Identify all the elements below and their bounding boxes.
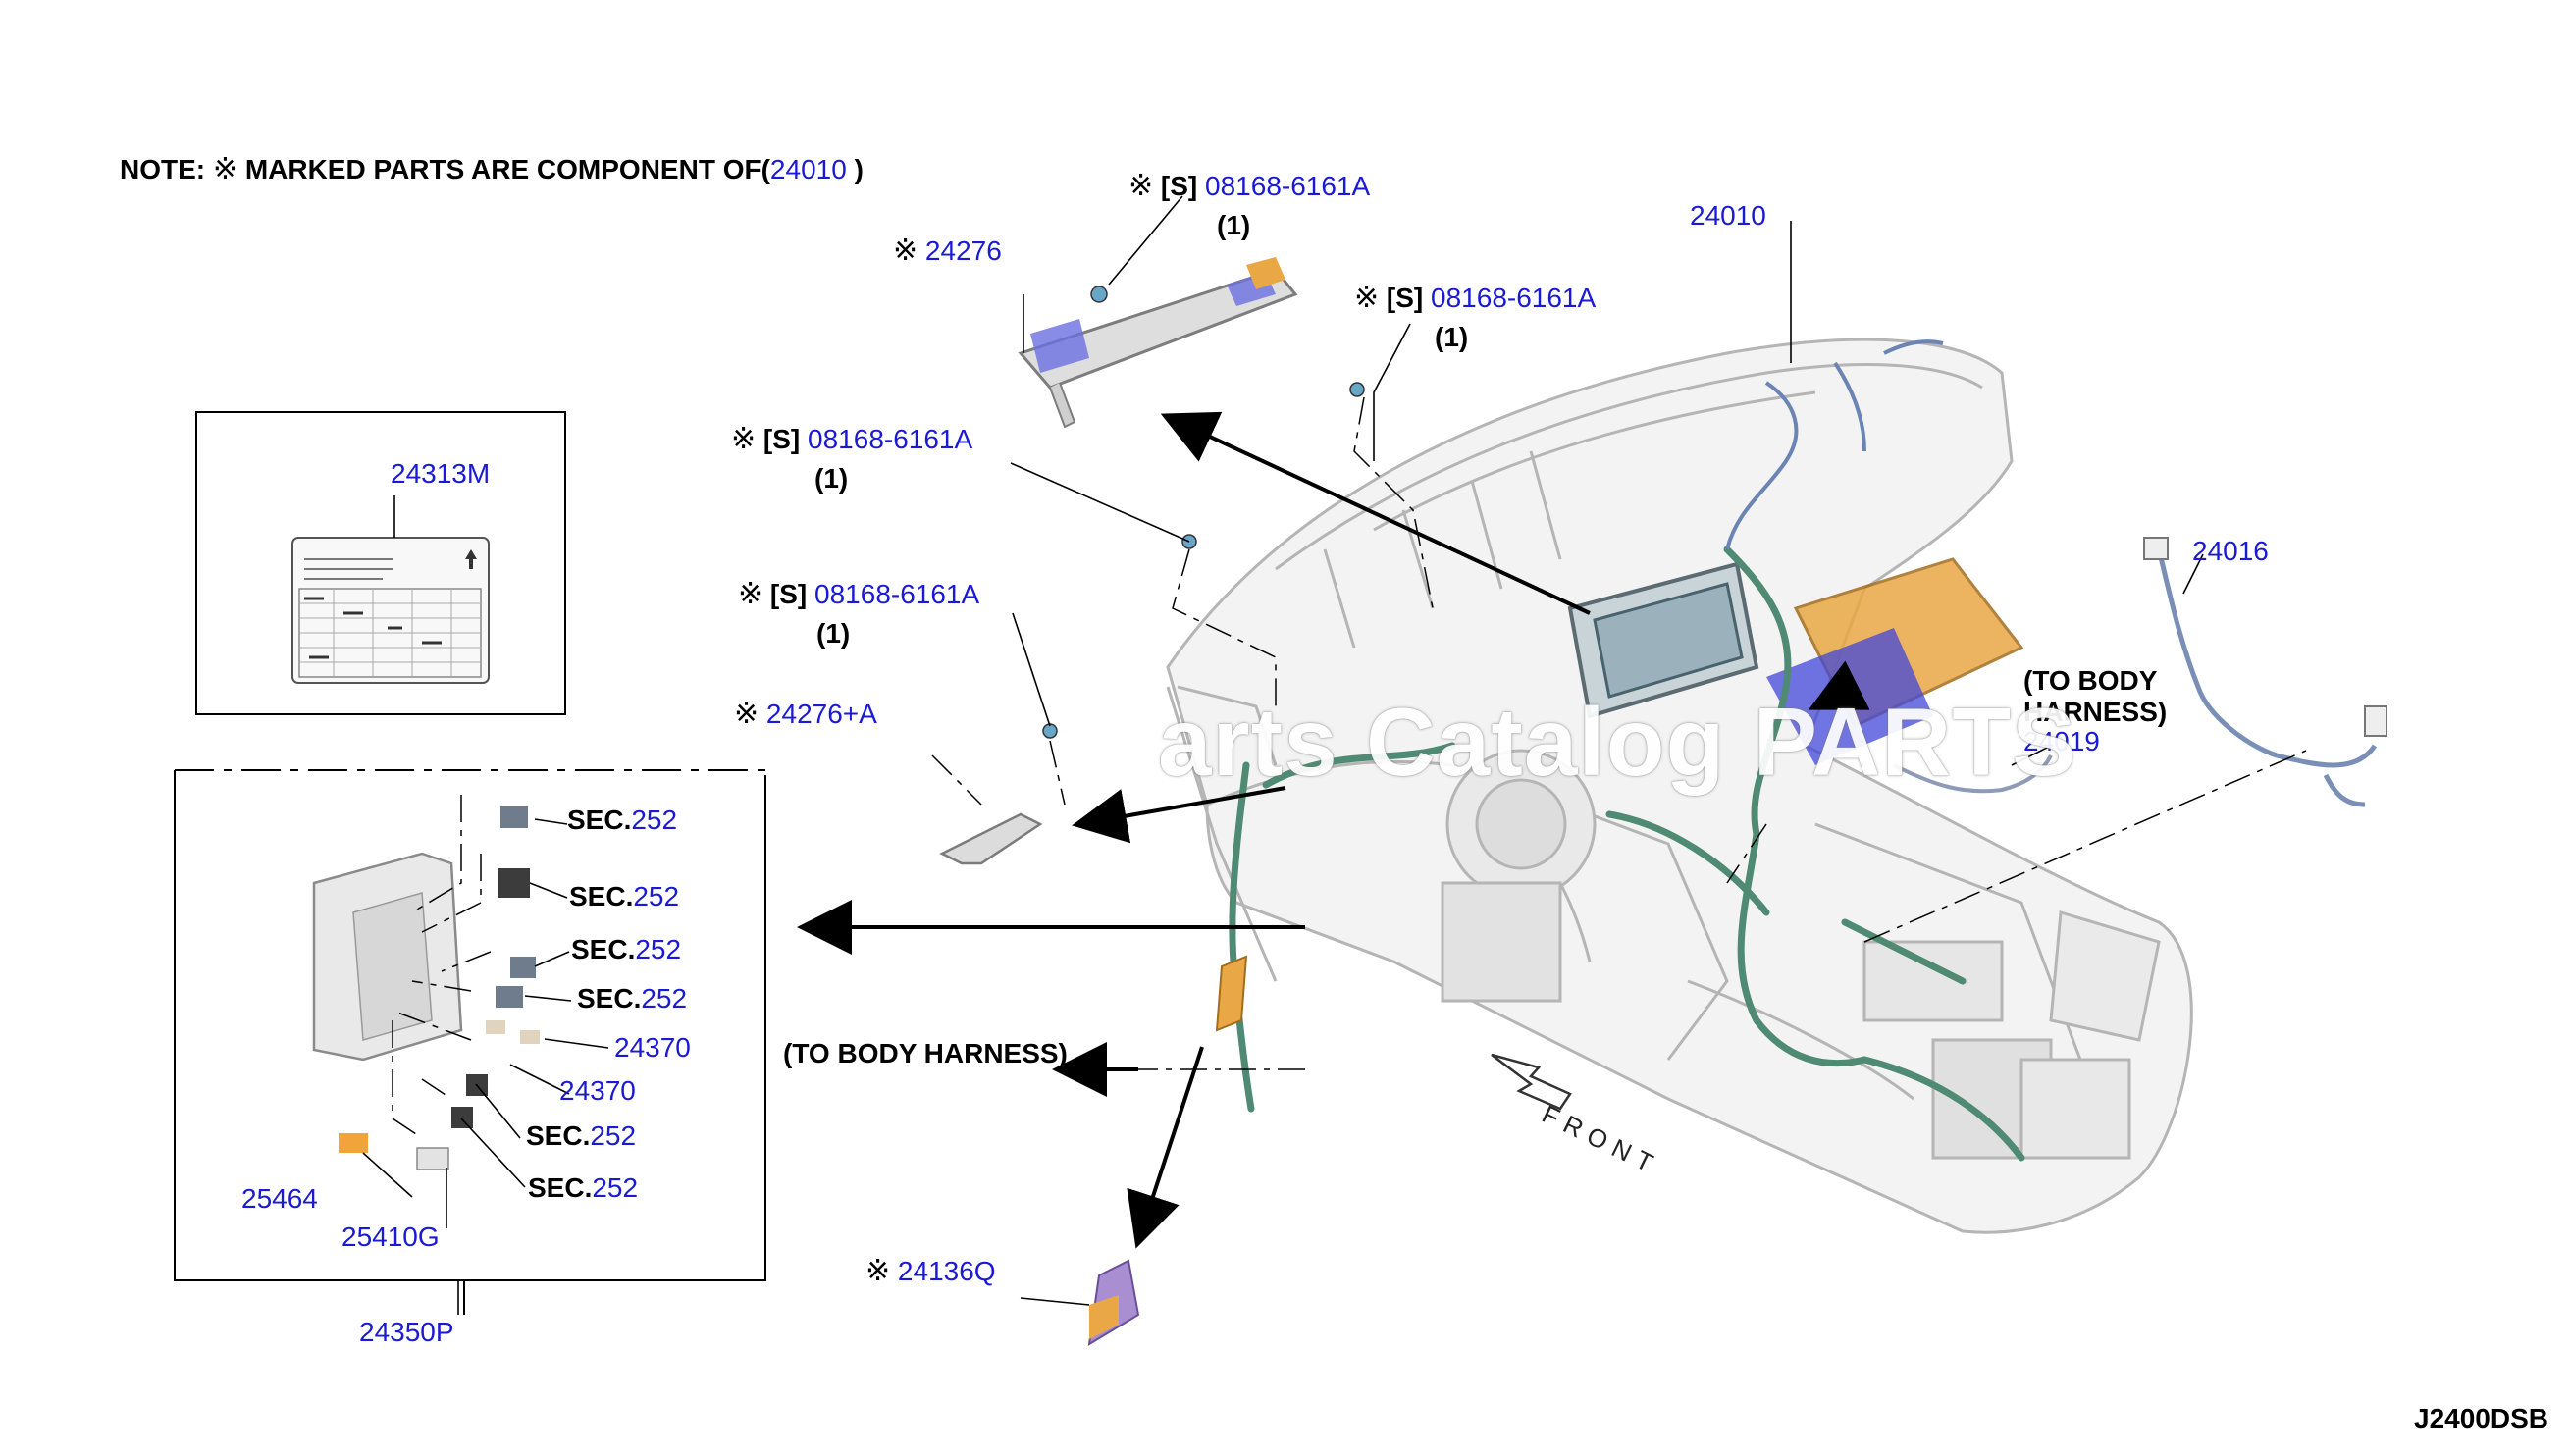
callout-24370-b: 24370 [559, 1075, 636, 1107]
callout-bolt-4: ※ [S] 08168-6161A [738, 578, 980, 610]
callout-arrows [797, 411, 1870, 1249]
harness-24016 [2143, 537, 2387, 807]
dashed-lines [392, 396, 2307, 1139]
note-part-link[interactable]: 24010 [769, 154, 847, 184]
part-link-25464[interactable]: 25464 [241, 1183, 318, 1214]
callout-25464: 25464 [241, 1183, 318, 1215]
to-body-harness-right: (TO BODY HARNESS) [2023, 665, 2168, 727]
part-link-24019[interactable]: 24019 [2023, 726, 2100, 756]
bolt-4-qty: (1) [816, 618, 851, 649]
callout-bolt-3: ※ [S] 08168-6161A [731, 423, 973, 455]
part-link-08168-6161A-3[interactable]: 08168-6161A [808, 424, 973, 454]
bracket-24276A [939, 723, 1058, 865]
part-link-24276A[interactable]: 24276+A [765, 699, 877, 729]
callout-24276: ※ 24276 [893, 234, 1002, 267]
part-link-24313M[interactable]: 24313M [391, 458, 491, 489]
part-link-25410G[interactable]: 25410G [341, 1222, 440, 1252]
bolts [1181, 382, 1365, 549]
instrument-panel [1166, 338, 2193, 1234]
callout-sec-6: SEC.252 [528, 1172, 639, 1203]
section-link-252-2[interactable]: 252 [633, 881, 680, 911]
bolt-2-qty: (1) [1435, 322, 1469, 352]
callout-24010: 24010 [1690, 200, 1766, 232]
harness-24019 [1893, 754, 2053, 794]
section-link-252-3[interactable]: 252 [635, 934, 682, 964]
callout-sec-4: SEC.252 [577, 983, 688, 1014]
part-link-24350P[interactable]: 24350P [359, 1317, 454, 1347]
note-text: MARKED PARTS ARE COMPONENT OF( [244, 154, 770, 184]
callout-bolt-1: ※ [S] 08168-6161A [1128, 170, 1371, 202]
part-link-24136Q[interactable]: 24136Q [897, 1256, 996, 1286]
front-arrow [1491, 1053, 1572, 1111]
display-screen [1567, 561, 1759, 719]
inset-frames [174, 411, 766, 1315]
bolt-1-qty: (1) [1217, 210, 1251, 240]
watermark: arts Catalog PARTS [1158, 688, 2077, 796]
callout-24350P: 24350P [359, 1317, 454, 1348]
part-link-08168-6161A-4[interactable]: 08168-6161A [814, 579, 980, 609]
callout-24276A: ※ 24276+A [734, 698, 877, 730]
section-link-252-4[interactable]: 252 [641, 983, 688, 1014]
callout-sec-5: SEC.252 [526, 1120, 637, 1151]
component-note: NOTE: ※ MARKED PARTS ARE COMPONENT OF(24… [120, 152, 864, 186]
part-link-24370-b[interactable]: 24370 [559, 1075, 636, 1106]
part-link-08168-6161A-2[interactable]: 08168-6161A [1431, 283, 1597, 313]
callout-25410G: 25410G [341, 1222, 440, 1253]
note-mark: ※ [212, 153, 238, 185]
section-link-252-1[interactable]: 252 [631, 805, 678, 835]
callout-sec-3: SEC.252 [571, 934, 682, 964]
note-prefix: NOTE: [120, 154, 206, 184]
leader-lines [362, 195, 2204, 1315]
harness-upper [1725, 339, 1944, 550]
note-suffix: ) [854, 154, 864, 184]
bolt-3-qty: (1) [814, 463, 849, 494]
part-link-24010[interactable]: 24010 [1690, 200, 1766, 231]
callout-24016: 24016 [2192, 536, 2269, 567]
section-link-252-5[interactable]: 252 [590, 1120, 637, 1151]
callout-sec-2: SEC.252 [569, 881, 680, 911]
part-link-08168-6161A-1[interactable]: 08168-6161A [1205, 171, 1371, 201]
diagram-code: J2400DSB [2414, 1403, 2548, 1433]
part-link-24276[interactable]: 24276 [924, 235, 1002, 266]
bracket-24276 [1018, 257, 1298, 429]
to-body-harness-lower: (TO BODY HARNESS) [783, 1038, 1068, 1068]
part-link-24016[interactable]: 24016 [2192, 536, 2269, 566]
bracket-24136Q [1087, 1259, 1140, 1346]
callout-24136Q: ※ 24136Q [865, 1255, 996, 1287]
part-link-24370-a[interactable]: 24370 [614, 1032, 691, 1063]
section-link-252-6[interactable]: 252 [592, 1172, 639, 1203]
harness-bracket [1215, 955, 1248, 1032]
callout-24313M: 24313M [391, 458, 490, 490]
callout-24370-a: 24370 [614, 1032, 691, 1064]
callout-sec-1: SEC.252 [567, 805, 678, 835]
callout-24019: 24019 [2023, 726, 2100, 757]
callout-bolt-2: ※ [S] 08168-6161A [1354, 282, 1597, 314]
fuse-block [312, 806, 540, 1170]
label-24313M [291, 537, 490, 684]
